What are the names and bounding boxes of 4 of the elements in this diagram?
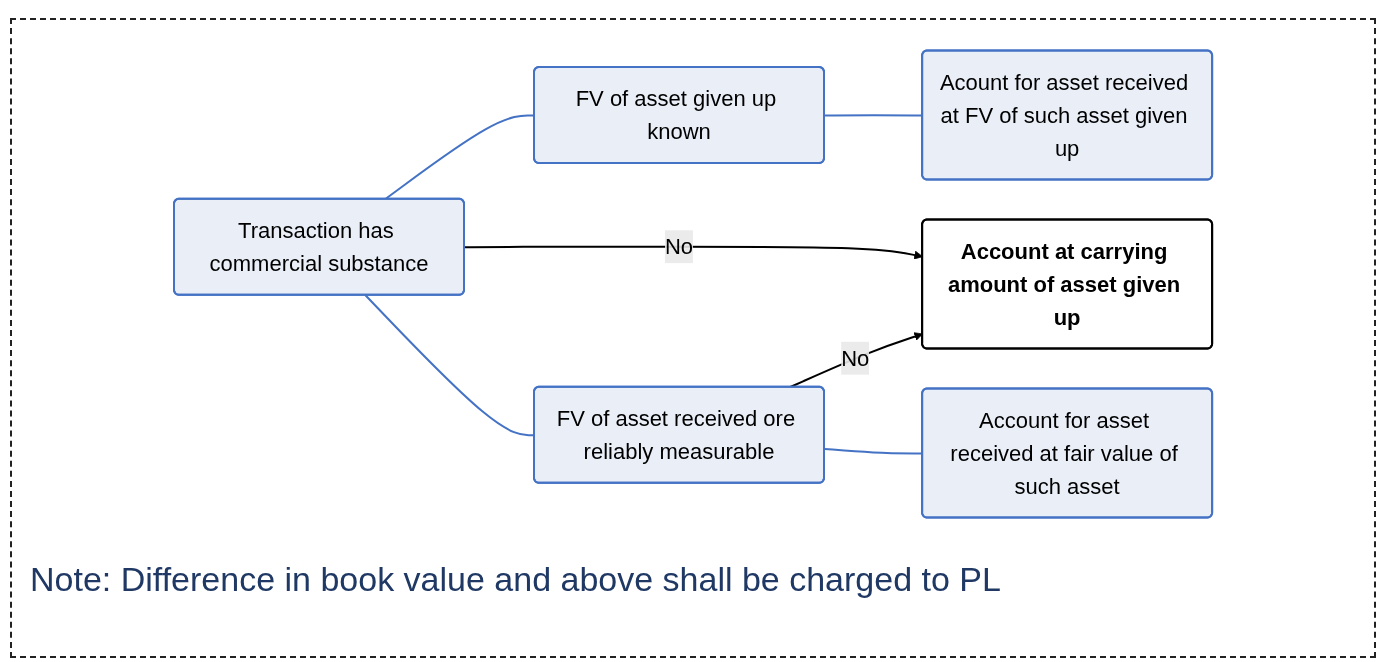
note-text: Note: Difference in book value and above shall be charged to PL bbox=[30, 560, 1001, 599]
edge-label: No bbox=[664, 234, 693, 260]
arrow bbox=[463, 245, 923, 260]
edge-label: No bbox=[841, 345, 870, 371]
